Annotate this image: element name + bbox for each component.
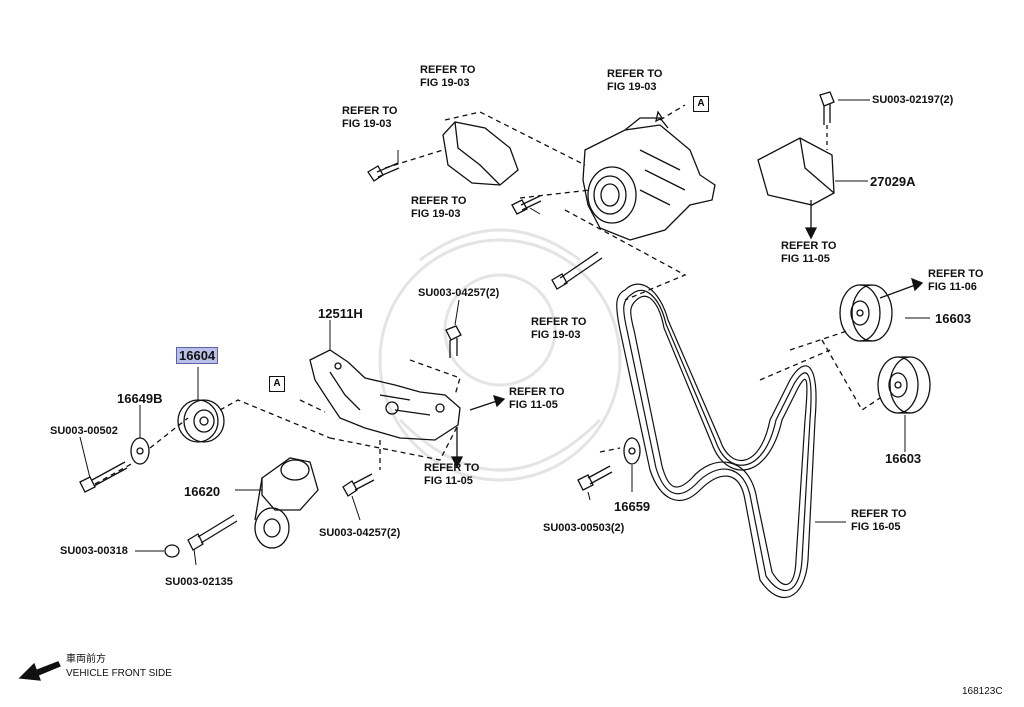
label-ref-fig-19-03-b: REFER TO FIG 19-03 (342, 105, 398, 130)
part-su02135-label[interactable]: SU003-02135 (165, 576, 233, 588)
cap-su00318 (164, 544, 180, 558)
part-16603-lower-label[interactable]: 16603 (885, 451, 922, 466)
label-ref-fig-11-05-b: REFER TO FIG 11-05 (424, 462, 480, 487)
part-su00502-label[interactable]: SU003-00502 (50, 425, 118, 437)
part-su02197-label[interactable]: SU003-02197(2) (872, 94, 954, 106)
bolt-su00503 (577, 465, 613, 491)
part-12511h-label[interactable]: 12511H (318, 306, 363, 321)
tensioner-16620 (254, 457, 319, 549)
part-16620-label[interactable]: 16620 (184, 484, 221, 499)
figure-id: 168123C (962, 686, 1003, 697)
alternator (582, 110, 716, 241)
bolt-upper-left (367, 162, 400, 182)
part-16603-upper-label[interactable]: 16603 (935, 311, 972, 326)
part-su04257-bottom-label[interactable]: SU003-04257(2) (319, 527, 401, 539)
arrows (18, 200, 924, 681)
idler-pulley-16603-lower (877, 356, 931, 414)
front-direction-jp: 車両前方 (66, 654, 106, 665)
bolt-su04257-bottom (342, 473, 375, 497)
bracket-12511h (309, 349, 461, 441)
plate-16649b (130, 437, 150, 465)
part-16649b-label[interactable]: 16649B (117, 391, 163, 406)
bolt-su02135 (187, 514, 238, 551)
part-su00318-label[interactable]: SU003-00318 (60, 545, 128, 557)
bolt-upper-mid (511, 195, 542, 215)
marker-a-top: A (693, 96, 709, 112)
leader-lines-solid (79, 99, 930, 566)
label-ref-fig-11-05-c: REFER TO FIG 11-05 (781, 240, 837, 265)
cover-27029a (757, 137, 835, 206)
part-su04257-top-label[interactable]: SU003-04257(2) (418, 287, 500, 299)
leader-lines-middle (94, 329, 881, 485)
bolt-su00502 (79, 461, 128, 493)
stud-bolt-center (551, 251, 603, 290)
part-su00503-label[interactable]: SU003-00503(2) (543, 522, 625, 534)
alternator-cover (442, 121, 519, 186)
label-ref-fig-19-03-e: REFER TO FIG 19-03 (531, 316, 587, 341)
label-ref-fig-11-06: REFER TO FIG 11-06 (928, 268, 984, 293)
pulley-16604 (177, 399, 225, 443)
part-27029a-label[interactable]: 27029A (870, 174, 916, 189)
part-16604-label[interactable]: 16604 (176, 347, 219, 364)
part-16659-label[interactable]: 16659 (614, 499, 651, 514)
marker-a-left: A (269, 376, 285, 392)
label-ref-fig-19-03-c: REFER TO FIG 19-03 (607, 68, 663, 93)
drive-belt (616, 283, 817, 598)
label-ref-fig-19-03-d: REFER TO FIG 19-03 (411, 195, 467, 220)
bolt-su04257-top (445, 325, 462, 358)
watermark (378, 228, 622, 482)
bolt-su02197 (819, 91, 835, 125)
front-direction-en: VEHICLE FRONT SIDE (66, 668, 172, 679)
plate-16659 (623, 437, 641, 465)
label-ref-fig-19-03-a: REFER TO FIG 19-03 (420, 64, 476, 89)
label-ref-fig-11-05-a: REFER TO FIG 11-05 (509, 386, 565, 411)
label-ref-fig-16-05: REFER TO FIG 16-05 (851, 508, 907, 533)
idler-pulley-16603-upper (839, 284, 893, 342)
